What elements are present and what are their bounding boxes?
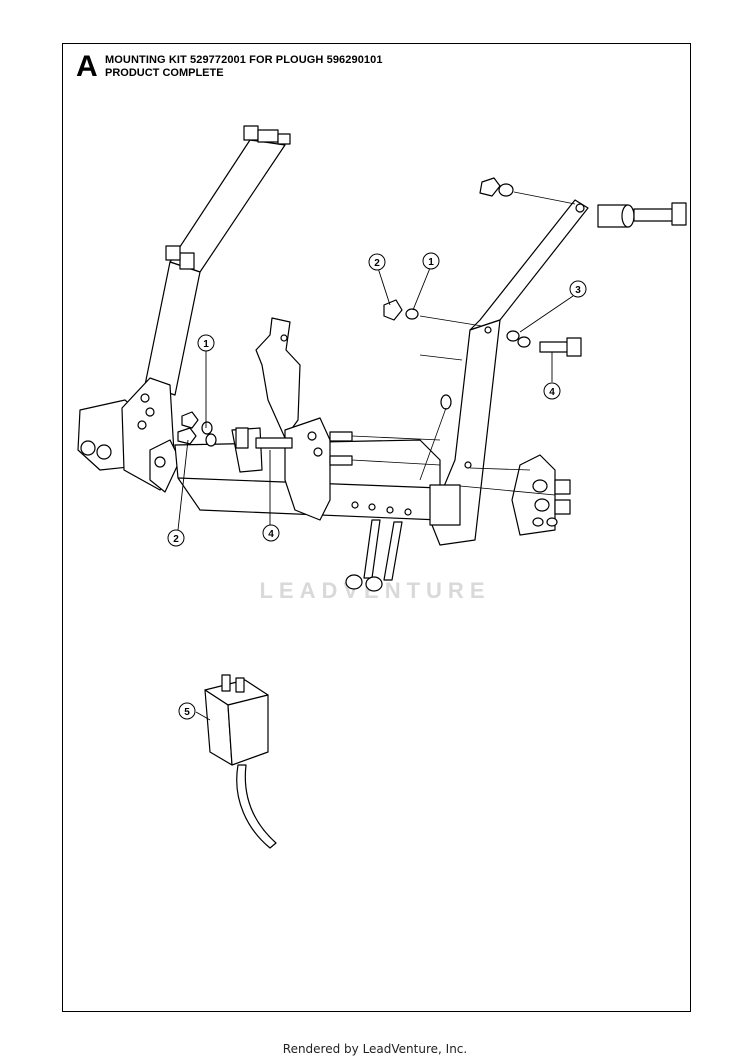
svg-text:2: 2: [173, 534, 179, 545]
svg-text:4: 4: [268, 529, 274, 540]
callout-3: 3: [569, 280, 587, 298]
callout-2-right: 2: [368, 253, 386, 271]
left-lift-arm: [144, 125, 291, 396]
middle-right-bolt: [506, 330, 582, 357]
section-letter: A: [76, 50, 98, 83]
svg-text:4: 4: [549, 387, 555, 398]
top-right-bolt: [479, 177, 687, 228]
bottom-bolts: [345, 519, 403, 592]
callout-4-right: 4: [543, 382, 561, 400]
svg-text:2: 2: [374, 258, 380, 269]
svg-text:1: 1: [428, 257, 434, 268]
nut-washer-right: [383, 299, 419, 321]
left-hardware: [177, 411, 293, 449]
callout-4-left: 4: [262, 524, 280, 542]
callout-2-left: 2: [167, 529, 185, 547]
center-plate: [255, 317, 301, 439]
diagram-subtitle: PRODUCT COMPLETE: [105, 67, 224, 79]
callout-1-right: 1: [422, 252, 440, 270]
footer-credit: Rendered by LeadVenture, Inc.: [282, 1042, 468, 1056]
svg-text:3: 3: [575, 285, 581, 296]
control-switch-box: [204, 674, 277, 849]
callout-5: 5: [178, 702, 196, 720]
right-mount-bracket: [511, 454, 571, 536]
callout-1-left: 1: [197, 334, 215, 352]
right-lift-arm: [429, 199, 589, 546]
left-mount-bracket: [77, 377, 181, 493]
svg-text:1: 1: [203, 339, 209, 350]
svg-text:5: 5: [184, 707, 190, 718]
diagram-frame: [62, 43, 691, 1012]
diagram-title: MOUNTING KIT 529772001 FOR PLOUGH 596290…: [105, 54, 383, 66]
